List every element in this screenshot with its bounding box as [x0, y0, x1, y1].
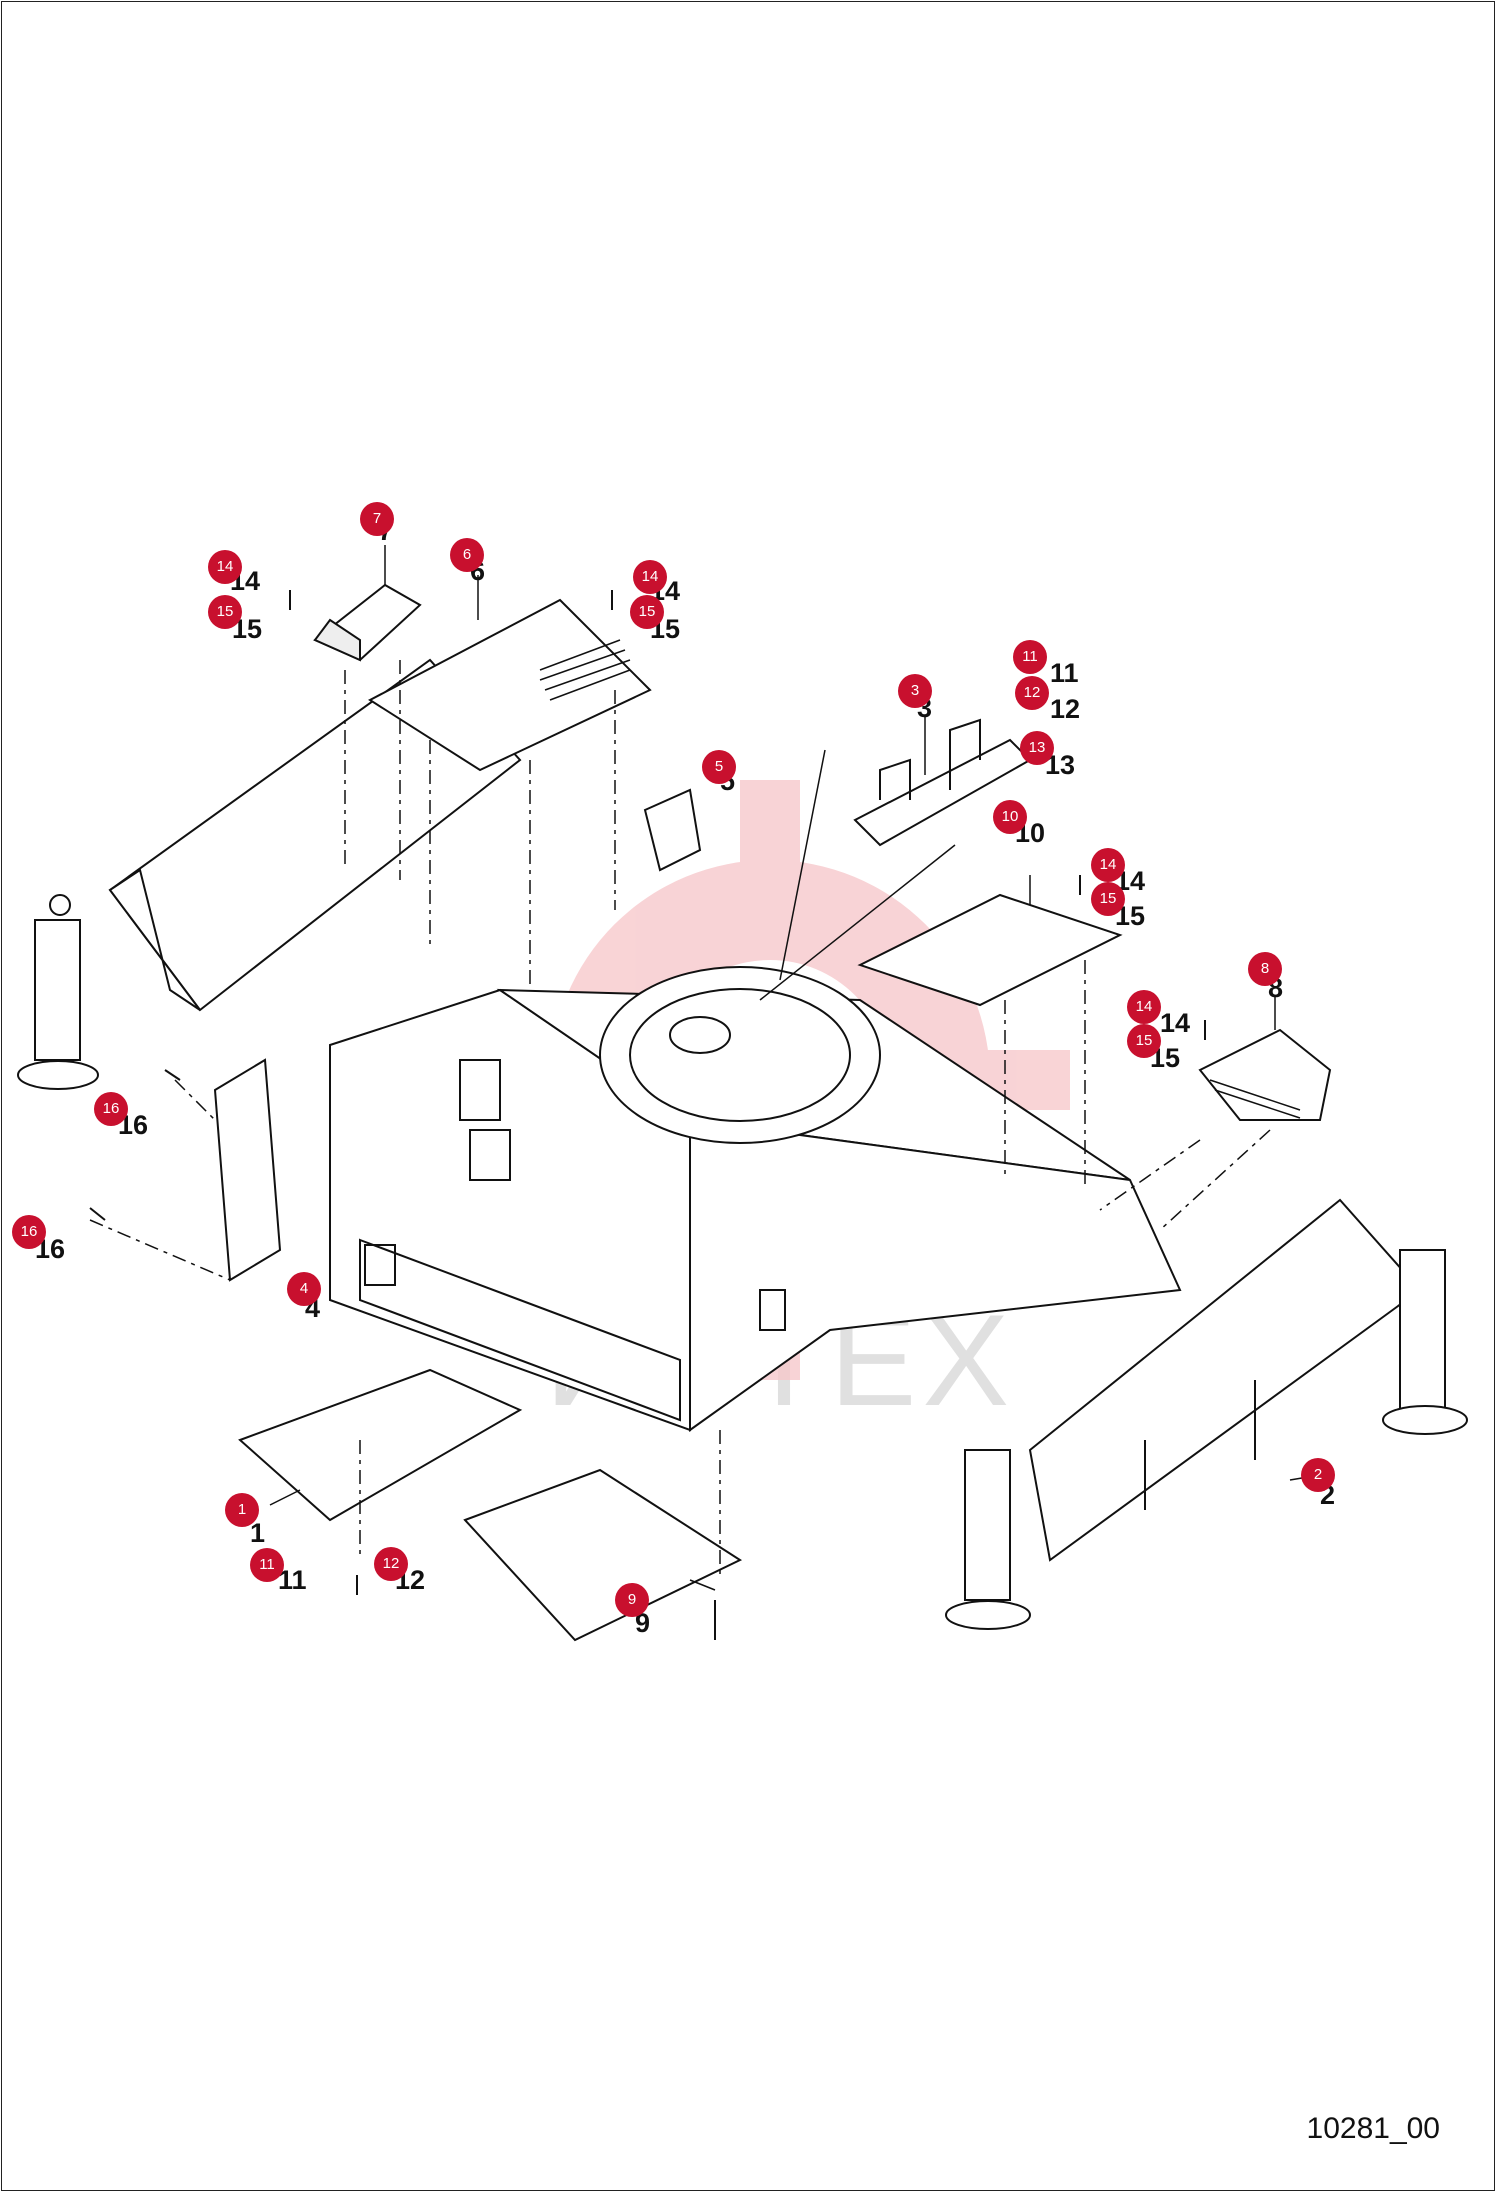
- callout-badge-7: 7: [360, 502, 394, 536]
- callout-badge-14-a: 14: [208, 550, 242, 584]
- callout-label-12-a: 12: [1050, 694, 1081, 724]
- callout-badge-14-d: 14: [1127, 990, 1161, 1024]
- right-outrigger-beam: [945, 1198, 1468, 1630]
- callout-badge-15-a: 15: [208, 595, 242, 629]
- leader-lines: [269, 545, 1321, 1591]
- callout-badge-2: 2: [1301, 1458, 1335, 1492]
- callout-badge-10: 10: [993, 800, 1027, 834]
- callout-badge-3: 3: [898, 674, 932, 708]
- callout-badge-12-b: 12: [374, 1547, 408, 1581]
- callout-badge-16-b: 16: [12, 1215, 46, 1249]
- callout-badge-14-b: 14: [633, 560, 667, 594]
- part-6-top-cover: [368, 598, 652, 772]
- callout-label-11-a: 11: [1050, 658, 1079, 688]
- callout-badge-13: 13: [1020, 731, 1054, 765]
- part-9-bottom-plate: [463, 1468, 743, 1642]
- callout-label-1: 1: [250, 1518, 266, 1548]
- callout-badge-5: 5: [702, 750, 736, 784]
- callout-badge-9: 9: [615, 1583, 649, 1617]
- slewing-ring: [599, 966, 881, 1144]
- part-5-plate: [643, 788, 702, 872]
- part-1-bottom-plate: [238, 1368, 523, 1522]
- callout-badge-15-b: 15: [630, 595, 664, 629]
- callout-badge-16-a: 16: [94, 1092, 128, 1126]
- callout-badge-14-c: 14: [1091, 848, 1125, 882]
- callout-label-14-d: 14: [1160, 1008, 1191, 1038]
- callout-badge-15-d: 15: [1127, 1024, 1161, 1058]
- callout-badge-11-a: 11: [1013, 640, 1047, 674]
- callout-badge-15-c: 15: [1091, 882, 1125, 916]
- callout-badge-4: 4: [287, 1272, 321, 1306]
- callout-badge-6: 6: [450, 538, 484, 572]
- callout-badge-11-b: 11: [250, 1548, 284, 1582]
- assembly-lines: [89, 660, 1271, 1580]
- part-8-cover: [1198, 1028, 1332, 1121]
- part-10-plate: [857, 893, 1123, 1007]
- callout-badge-12-a: 12: [1015, 676, 1049, 710]
- part-7-small-cover: [313, 583, 422, 662]
- callout-label-9: 9: [635, 1608, 651, 1638]
- part-4-side-plate: [213, 1058, 282, 1282]
- left-outrigger-beam: [17, 658, 522, 1090]
- callout-badge-1: 1: [225, 1493, 259, 1527]
- callout-badge-8: 8: [1248, 952, 1282, 986]
- drawing-code: 10281_00: [1306, 2112, 1440, 2145]
- fasteners: [89, 590, 1206, 1640]
